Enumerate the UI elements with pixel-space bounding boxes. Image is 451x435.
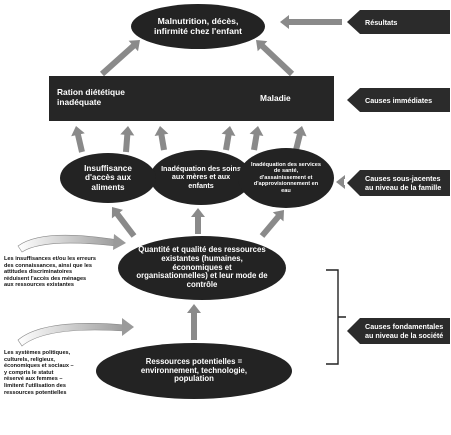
arrow-potential-to-resources bbox=[187, 304, 201, 340]
arrow-resources-to-health bbox=[259, 210, 284, 238]
food-intake-text: Ration diététique inadéquate bbox=[57, 87, 125, 107]
health-services-ellipse: Inadéquation des services de santé, d'as… bbox=[238, 148, 334, 208]
note-systems: Les systèmes politiques, culturels, reli… bbox=[4, 350, 74, 396]
immediate-causes-bar bbox=[49, 76, 334, 121]
arrow-level-underlying-to-ellipse bbox=[336, 175, 345, 189]
arrow-resources-to-care bbox=[191, 208, 205, 234]
food-access-ellipse: Insuffisance d'accès aux aliments bbox=[60, 153, 156, 203]
resources-text: Quantité et qualité des ressources exist… bbox=[136, 244, 268, 290]
disease-text: Maladie bbox=[260, 93, 291, 103]
level-immediate-text: Causes immédiates bbox=[365, 95, 433, 105]
arrow-health-to-bar-2 bbox=[293, 126, 307, 151]
arrow-level-results-to-outcome bbox=[280, 15, 342, 29]
resources-ellipse: Quantité et qualité des ressources exist… bbox=[118, 236, 286, 300]
food-access-text: Insuffisance d'accès aux aliments bbox=[84, 163, 132, 192]
arrow-health-to-bar bbox=[249, 126, 264, 151]
arrow-food-access-to-bar bbox=[71, 126, 85, 153]
outcome-ellipse: Malnutrition, décès, infirmité chez l'en… bbox=[131, 4, 265, 49]
level-tag-results: Résultats bbox=[347, 10, 450, 34]
arrow-care-to-bar bbox=[154, 126, 169, 151]
outcome-text: Malnutrition, décès, infirmité chez l'en… bbox=[154, 15, 242, 36]
arrow-food-access-to-bar-2 bbox=[120, 126, 135, 153]
arrow-disease-to-outcome bbox=[256, 40, 295, 77]
curved-arrow-knowledge-head bbox=[113, 234, 126, 250]
potential-resources-ellipse: Ressources potentielles = environnement,… bbox=[96, 343, 292, 399]
care-text: Inadéquation des soins aux mères et aux … bbox=[161, 164, 241, 190]
level-basic-text: Causes fondamentales au niveau de la soc… bbox=[365, 322, 444, 340]
arrow-care-to-bar-2 bbox=[221, 126, 236, 151]
level-tag-basic: Causes fondamentales au niveau de la soc… bbox=[347, 318, 450, 344]
level-tag-immediate: Causes immédiates bbox=[347, 88, 450, 112]
arrow-resources-to-food-access bbox=[111, 207, 137, 238]
level-underlying-text: Causes sous-jacentes au niveau de la fam… bbox=[365, 174, 442, 192]
curved-arrow-systems-head bbox=[122, 318, 134, 336]
arrow-food-intake-to-outcome bbox=[100, 40, 140, 77]
potential-resources-text: Ressources potentielles = environnement,… bbox=[140, 356, 248, 384]
basic-causes-bracket bbox=[326, 269, 346, 365]
level-results-text: Résultats bbox=[365, 17, 398, 27]
care-ellipse: Inadéquation des soins aux mères et aux … bbox=[150, 150, 252, 205]
curved-arrow-knowledge bbox=[17, 234, 119, 253]
level-tag-underlying: Causes sous-jacentes au niveau de la fam… bbox=[347, 170, 450, 196]
note-knowledge: Les insuffisances et/ou les erreurs des … bbox=[4, 256, 97, 289]
curved-arrow-systems bbox=[17, 323, 127, 347]
health-services-text: Inadéquation des services de santé, d'as… bbox=[251, 161, 321, 194]
